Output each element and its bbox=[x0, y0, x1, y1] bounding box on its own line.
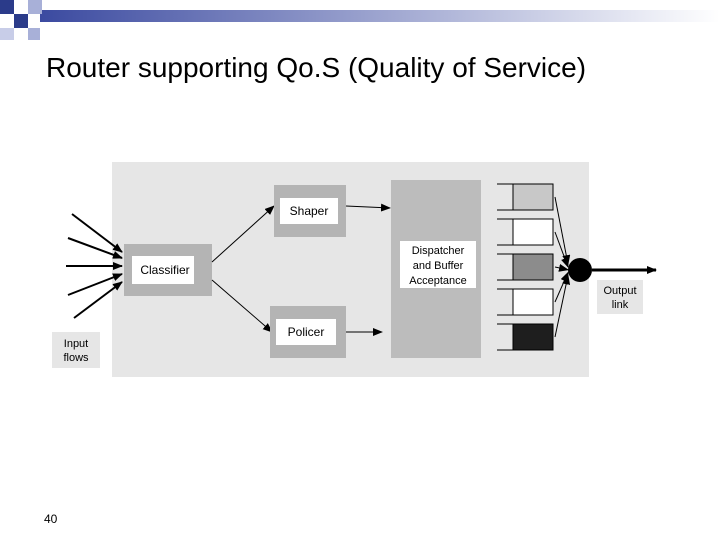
arrow-classifier-to-shaper bbox=[211, 205, 275, 263]
input-flow-arrow bbox=[67, 237, 123, 259]
queue-buffer bbox=[512, 288, 554, 316]
queue-to-output-arrow bbox=[554, 274, 571, 338]
input-flow-arrows bbox=[66, 213, 123, 319]
dispatcher-label-line2: and Buffer bbox=[413, 260, 464, 272]
queue bbox=[497, 253, 569, 281]
dispatcher-label-box bbox=[400, 241, 476, 288]
header-square bbox=[0, 28, 14, 40]
input-flows-label-line2: flows bbox=[63, 352, 89, 364]
queue-to-output-arrow bbox=[554, 263, 569, 272]
shaper-box: Shaper bbox=[274, 185, 346, 237]
header-square bbox=[28, 0, 42, 14]
header-gradient-bar bbox=[40, 10, 720, 22]
queue bbox=[497, 183, 571, 266]
header-decoration bbox=[0, 0, 720, 40]
output-link-label-line1: Output bbox=[603, 285, 636, 297]
arrow-classifier-to-policer bbox=[211, 279, 273, 333]
slide-title: Router supporting Qo.S (Quality of Servi… bbox=[46, 52, 587, 83]
queue bbox=[497, 271, 569, 316]
queue bbox=[497, 218, 569, 268]
policer-box: Policer bbox=[270, 306, 346, 358]
header-square bbox=[28, 28, 40, 40]
input-flows-label-box bbox=[52, 332, 100, 368]
page-number: 40 bbox=[44, 512, 58, 526]
shaper-label: Shaper bbox=[290, 204, 329, 218]
input-flows-label-line1: Input bbox=[64, 338, 88, 350]
queue-buffer bbox=[512, 183, 554, 211]
queue-buffer bbox=[512, 218, 554, 246]
queue-to-output-arrow bbox=[554, 231, 569, 268]
header-square bbox=[14, 14, 28, 28]
input-flow-arrow bbox=[71, 213, 123, 253]
dispatcher-label-line3: Acceptance bbox=[409, 275, 466, 287]
queue bbox=[497, 274, 571, 351]
arrow-shaper-to-dispatcher bbox=[345, 203, 391, 212]
output-link-label-line2: link bbox=[612, 299, 629, 311]
dispatcher-label-line1: Dispatcher bbox=[412, 245, 465, 257]
classifier-label: Classifier bbox=[140, 263, 189, 277]
queue-to-output-arrow bbox=[554, 196, 571, 266]
output-node bbox=[568, 258, 592, 282]
queue-buffer bbox=[512, 253, 554, 281]
input-flow-arrow bbox=[73, 281, 123, 319]
input-flow-arrow bbox=[67, 273, 123, 296]
output-link-label-box bbox=[597, 280, 643, 314]
classifier-box: Classifier bbox=[124, 244, 212, 296]
queue-group bbox=[497, 183, 571, 351]
policer-label: Policer bbox=[288, 325, 325, 339]
header-square bbox=[0, 0, 14, 14]
queue-buffer bbox=[512, 323, 554, 351]
